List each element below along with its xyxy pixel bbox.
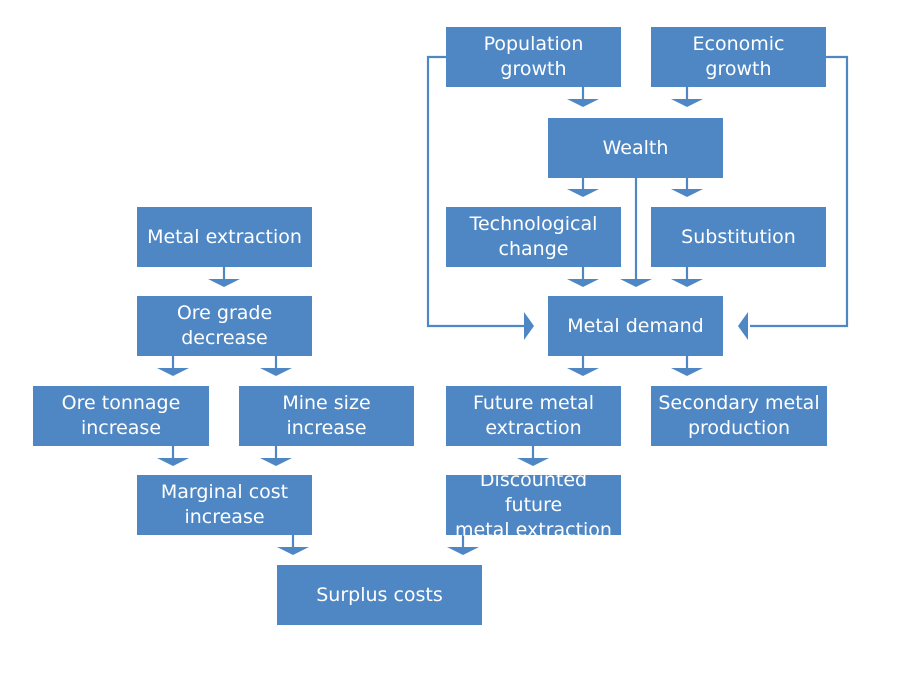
metal-extraction-box: Metal extraction [137,207,312,267]
wealth-to-technological-arrow [567,189,599,197]
population-to-metal-demand-arrow [524,312,534,340]
future-metal-extraction-label: Future metal extraction [472,392,595,439]
substitution-box: Substitution [651,207,826,267]
population-to-metal-demand-line [426,55,524,328]
ore-tonnage-increase-box: Ore tonnage increase [33,386,209,446]
economic-growth-box: Economic growth [651,27,826,87]
economic-to-metal-demand-arrow [738,312,748,340]
economic-to-wealth-arrow [671,99,703,107]
wealth-to-metal-demand-arrow [620,279,652,287]
surplus-costs-box: Surplus costs [277,565,482,625]
wealth-to-substitution-arrow [671,189,703,197]
substitution-label: Substitution [681,225,796,248]
mine-size-increase-box: Mine size increase [239,386,414,446]
extraction-to-ore-grade-arrow [208,279,240,287]
marginal-cost-increase-box: Marginal cost increase [137,475,312,535]
demand-to-future-extraction-arrow [567,368,599,376]
technological-change-box: Technological change [446,207,621,267]
ore-grade-to-mine-size-arrow [260,368,292,376]
wealth-box: Wealth [548,118,723,178]
population-growth-label: Population growth [483,33,584,80]
marginal-cost-to-surplus-arrow [277,547,309,555]
discounted-to-surplus-arrow [447,547,479,555]
ore-grade-decrease-label: Ore grade decrease [176,302,273,349]
population-growth-box: Population growth [446,27,621,87]
discounted-future-metal-extraction-label: Discounted future metal extraction [455,468,612,541]
tonnage-to-marginal-cost-arrow [157,458,189,466]
ore-tonnage-increase-label: Ore tonnage increase [61,392,181,439]
metal-demand-box: Metal demand [548,296,723,356]
economic-to-metal-demand-line [750,55,849,328]
future-to-discounted-arrow [517,458,549,466]
secondary-metal-production-label: Secondary metal production [658,392,820,439]
ore-grade-to-tonnage-arrow [157,368,189,376]
demand-to-secondary-production-arrow [671,368,703,376]
mine-size-to-marginal-cost-arrow [260,458,292,466]
discounted-future-metal-extraction-box: Discounted future metal extraction [446,469,621,541]
secondary-metal-production-box: Secondary metal production [651,386,827,446]
technological-to-metal-demand-arrow [567,279,599,287]
economic-growth-label: Economic growth [692,33,785,80]
ore-grade-decrease-box: Ore grade decrease [137,296,312,356]
wealth-label: Wealth [602,136,669,159]
surplus-costs-label: Surplus costs [316,583,443,606]
population-to-wealth-arrow [567,99,599,107]
metal-demand-label: Metal demand [567,314,704,337]
future-metal-extraction-box: Future metal extraction [446,386,621,446]
marginal-cost-increase-label: Marginal cost increase [160,481,289,528]
technological-change-label: Technological change [469,213,598,260]
mine-size-increase-label: Mine size increase [282,392,371,439]
substitution-to-metal-demand-arrow [671,279,703,287]
metal-extraction-label: Metal extraction [147,225,302,248]
